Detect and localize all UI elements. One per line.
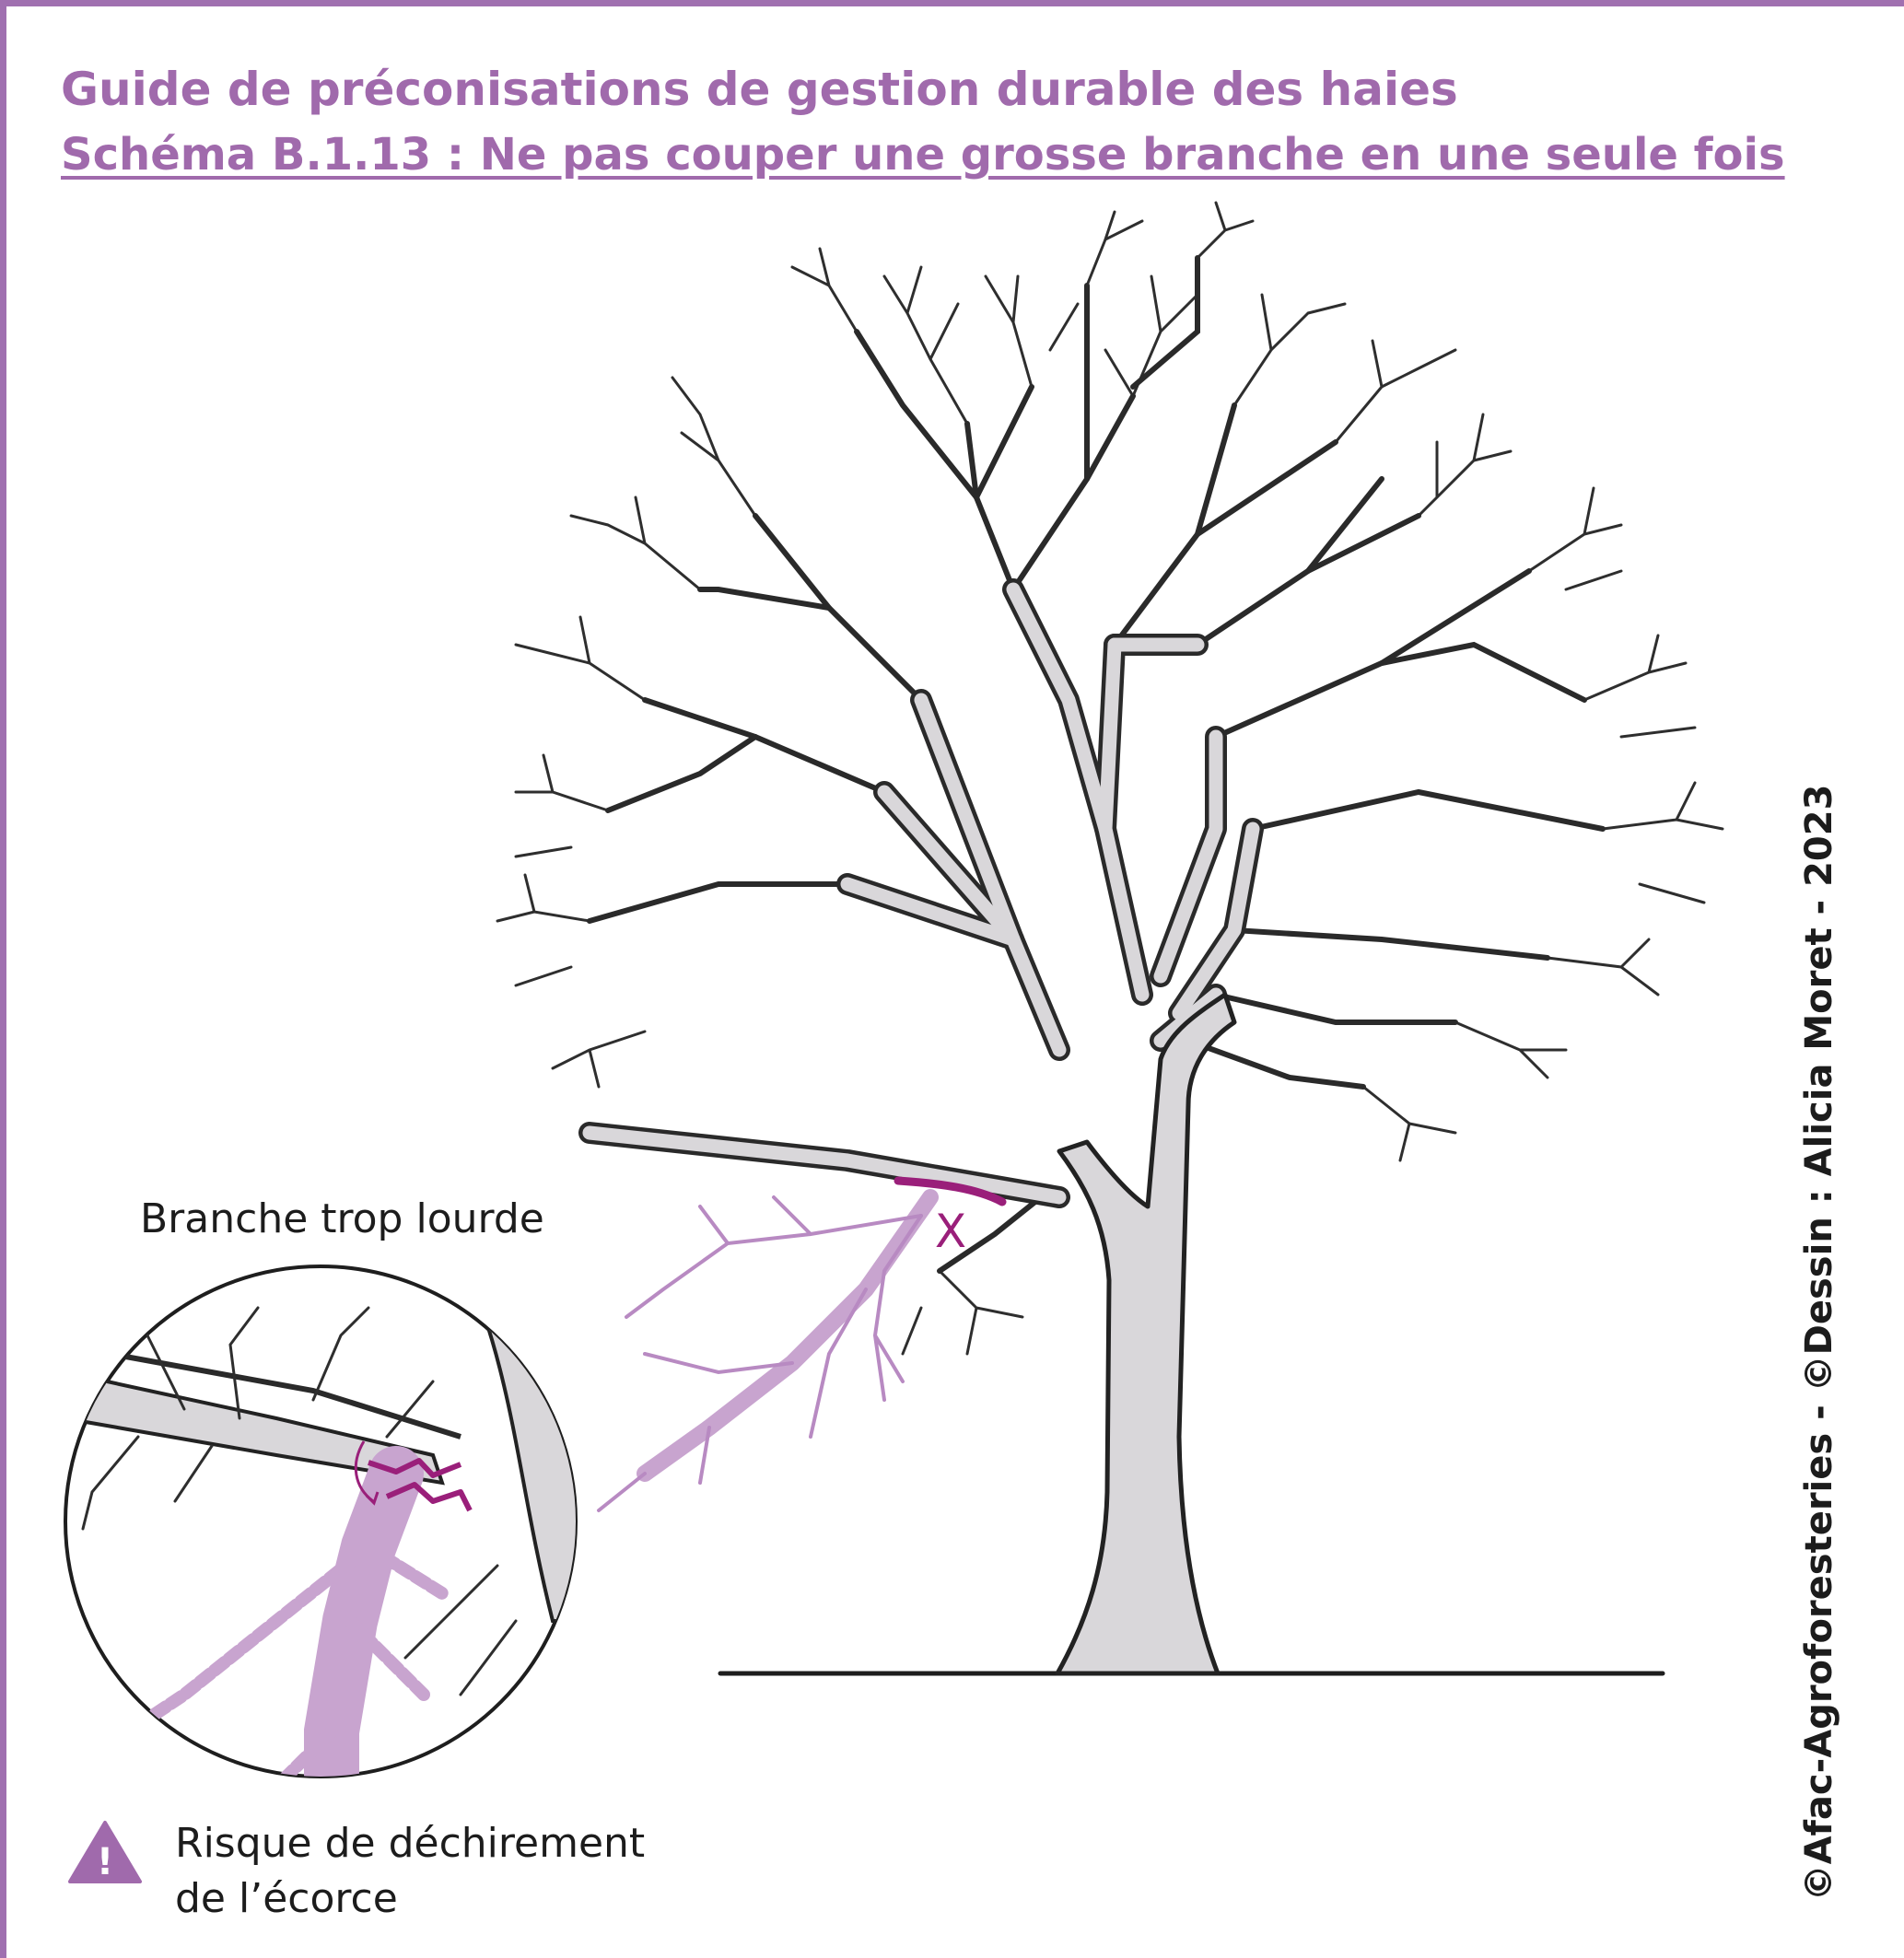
warning-text: Risque de déchirement de l’écorce [175,1816,654,1927]
tree-main-limbs-fill [582,582,1260,1205]
warning-symbol: ! [97,1841,113,1883]
credit-line: ©Afac-Agroforesteries - ©Dessin : Alicia… [1798,784,1840,1902]
page-title: Guide de préconisations de gestion durab… [61,63,1458,116]
inset-detail [64,1265,578,1778]
tree-twigs [496,201,1724,1356]
tree-trunk [1055,992,1237,1676]
diagram-subtitle: Schéma B.1.13 : Ne pas couper une grosse… [61,129,1785,181]
heavy-branch-highlight [597,1189,939,1512]
frame-left-border [0,0,6,1958]
warning-line-1: Risque de déchirement [175,1820,646,1867]
cut-mark-x: X [935,1205,966,1258]
cut-line [894,1176,1007,1206]
inset-label: Branche trop lourde [140,1195,544,1242]
warning-triangle-icon: ! [68,1821,142,1883]
frame-top-border [0,0,1904,6]
tree-secondary-branches [587,255,1606,1274]
warning-line-2: de l’écorce [175,1875,398,1922]
